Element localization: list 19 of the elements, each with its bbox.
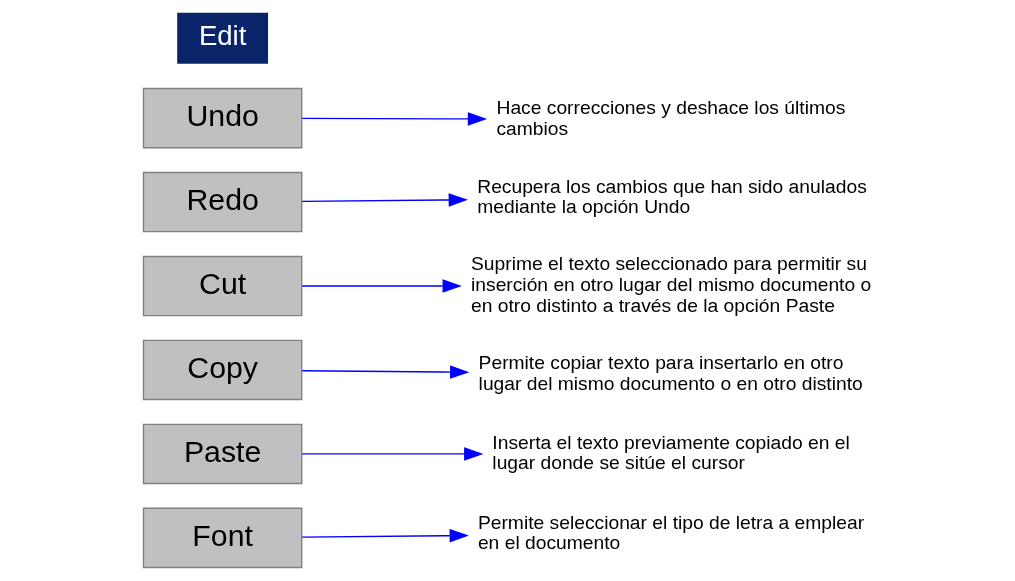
arrow <box>301 112 488 126</box>
node-box: Font <box>142 507 303 569</box>
node-text: Inserta el texto previamente copiado en el lugar donde se sitúe el cursor <box>492 431 850 474</box>
node-box: Cut <box>142 255 303 317</box>
node-text: Hace correcciones y deshace los últimos cambios <box>496 97 846 139</box>
node-box: Undo <box>142 87 303 149</box>
arrow <box>301 193 468 207</box>
node-text: Suprime el texto seleccionado para permitir su inserción en otro lugar del mismo documento o en otro distinto a través de la opción Paste <box>471 253 872 316</box>
node-box: Paste <box>142 423 303 485</box>
node-text: Permite copiar texto para insertarlo en otro lugar del mismo documento o en otro distinto <box>478 351 863 394</box>
node-text: Recupera los cambios que han sido anulados mediante la opción Undo <box>477 175 867 218</box>
arrow <box>301 279 462 293</box>
arrow <box>301 365 470 379</box>
node-text: Permite seleccionar el tipo de letra a emplear en el documento <box>477 511 865 554</box>
node-box: Copy <box>142 339 303 401</box>
node-box: Edit <box>177 12 269 64</box>
arrow <box>301 529 469 543</box>
arrow <box>301 447 484 461</box>
node-box: Redo <box>142 171 303 233</box>
